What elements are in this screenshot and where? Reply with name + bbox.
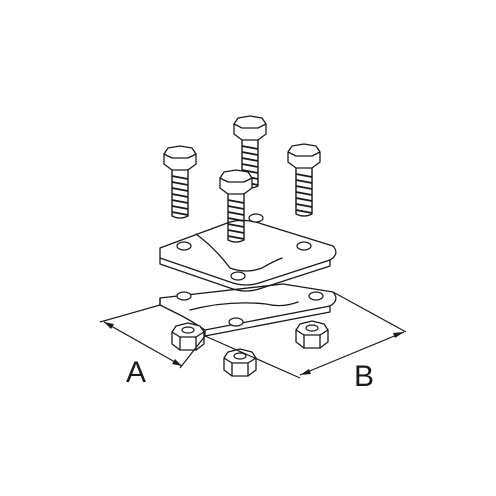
hex-nut [295, 320, 329, 349]
bolt [219, 169, 253, 243]
upper-plate-hole [176, 241, 192, 251]
arrowhead-icon [104, 322, 114, 329]
lower-plate-hole [176, 291, 192, 301]
bolt [287, 143, 321, 217]
upper-plate-hole [296, 241, 312, 251]
dimension-b: B [204, 291, 407, 393]
bolt [163, 145, 197, 219]
hex-nut [223, 348, 257, 377]
arrowhead-icon [393, 332, 404, 338]
upper-plate [159, 213, 337, 292]
dimension-a: A [99, 304, 206, 389]
dimension-b-label: B [354, 360, 374, 393]
arrowhead-icon [300, 369, 311, 375]
hex-nut [171, 322, 205, 351]
upper-plate-hole [248, 213, 264, 223]
arrowhead-icon [172, 359, 182, 366]
lower-plate [159, 283, 337, 337]
lower-plate-hole [228, 317, 244, 327]
dimension-a-label: A [126, 356, 146, 389]
lower-plate-hole [308, 291, 324, 301]
upper-plate-hole [230, 271, 246, 281]
